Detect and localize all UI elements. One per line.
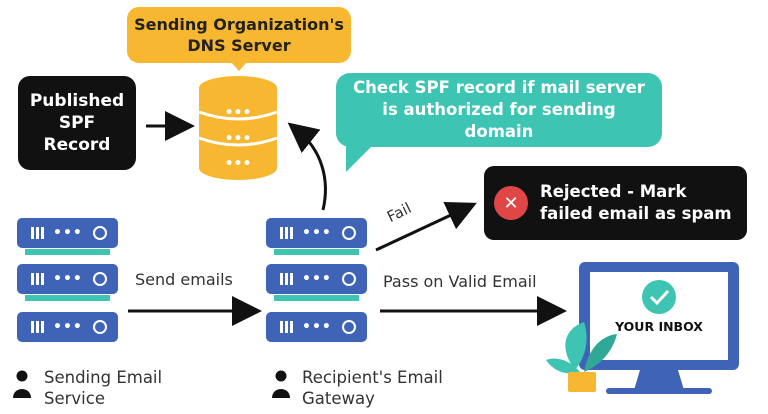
plant-icon (546, 322, 617, 392)
dns-label-pointer (231, 62, 247, 71)
server-unit: ••• (17, 218, 118, 248)
server-unit: ••• (266, 312, 367, 342)
pass-label: Pass on Valid Email (383, 272, 537, 291)
dns-server-label: Sending Organization's DNS Server (127, 7, 351, 63)
svg-text:•••: ••• (225, 105, 252, 121)
server-unit: ••• (266, 218, 367, 248)
check-spf-bubble: Check SPF record if mail server is autho… (336, 73, 662, 147)
inbox-label: YOUR INBOX (615, 319, 703, 334)
published-spf-record: Published SPF Record (18, 76, 136, 170)
svg-text:•••: ••• (225, 131, 252, 147)
server-unit: ••• (266, 264, 367, 294)
server-unit: ••• (17, 264, 118, 294)
dns-database-icon: ••• ••• ••• (198, 76, 278, 180)
gateway-to-dns-arrow (287, 122, 327, 211)
sending-service-label: Sending Email Service (44, 368, 163, 408)
server-unit: ••• (17, 312, 118, 342)
reject-x-icon: ✕ (494, 186, 528, 220)
rejected-box: ✕ Rejected - Mark failed email as spam (484, 166, 747, 240)
rejected-text: Rejected - Mark failed email as spam (540, 182, 732, 223)
inbox-monitor-icon (579, 262, 739, 394)
recipient-gateway-label: Recipient's Email Gateway (302, 368, 443, 408)
send-emails-label: Send emails (135, 270, 233, 289)
recipient-gateway-caption: Recipient's Email Gateway (302, 367, 462, 409)
person-icon-sender (13, 370, 31, 398)
svg-text:•••: ••• (225, 156, 252, 172)
sending-service-caption: Sending Email Service (44, 367, 194, 409)
person-icon-recipient (272, 370, 290, 398)
check-spf-pointer (346, 146, 372, 172)
fail-arrow (375, 202, 477, 252)
